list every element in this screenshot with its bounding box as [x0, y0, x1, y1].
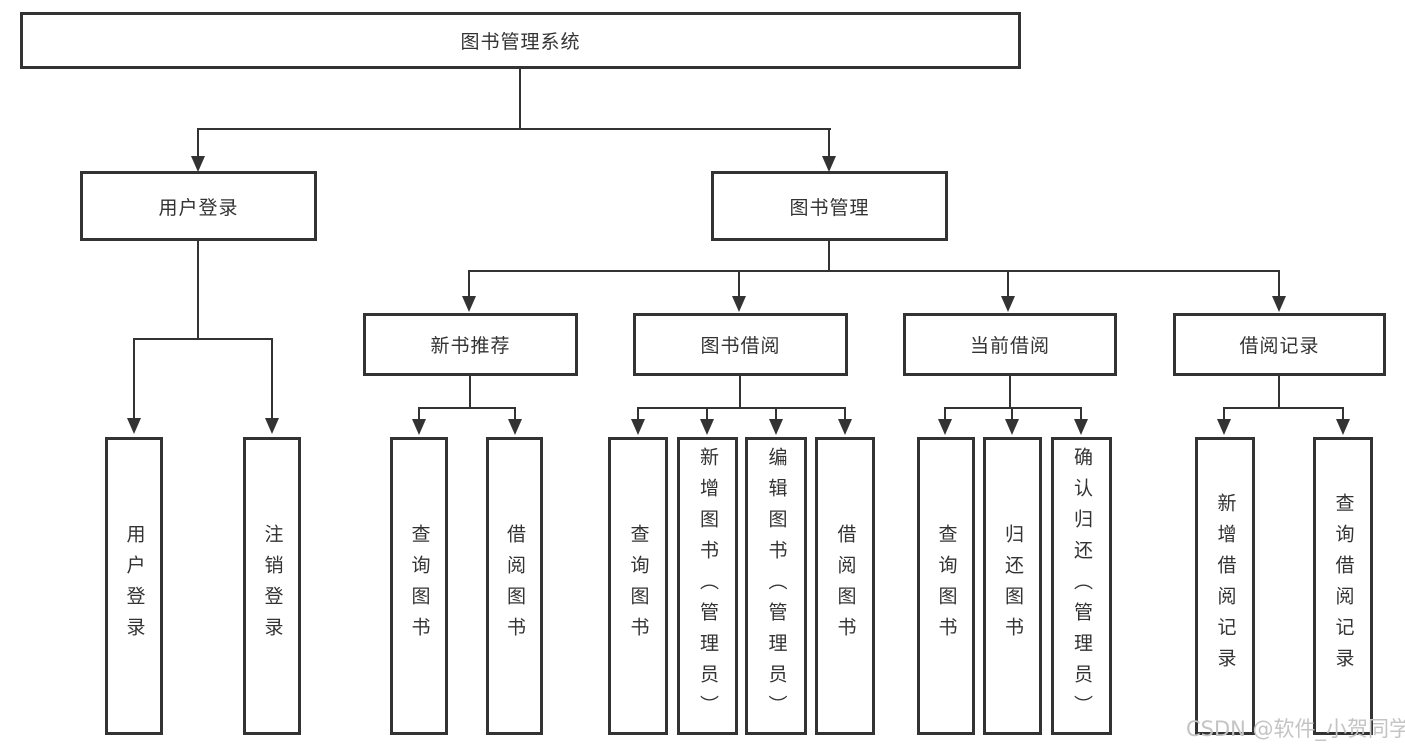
node-new-book-recommend-label: 新书推荐 [430, 335, 511, 357]
connector-borrowing-stem [739, 376, 741, 409]
connector-root-right-drop [828, 128, 830, 158]
arrow-down-icon [1074, 419, 1088, 435]
connector-newbook-drop-1 [418, 407, 420, 421]
arrow-down-icon [631, 419, 645, 435]
arrow-down-icon [1336, 419, 1350, 435]
connector-newbook-stem [469, 376, 471, 409]
leaf-logout: 注销登录 [243, 437, 301, 735]
leaf-user-login: 用户登录 [105, 437, 163, 735]
connector-newbook-crossbar [418, 407, 516, 409]
connector-borrowing-drop-2 [706, 407, 708, 421]
leaf-current-return-books-label: 归还图书 [1002, 524, 1024, 648]
leaf-records-query-record: 查询借阅记录 [1313, 437, 1373, 735]
leaf-current-query-books-label: 查询图书 [935, 524, 958, 648]
connector-bookmgmt-drop-1 [468, 270, 470, 298]
node-user-login: 用户登录 [80, 171, 317, 241]
connector-records-drop-2 [1342, 407, 1344, 421]
connector-borrowing-drop-3 [775, 407, 777, 421]
arrow-down-icon [838, 419, 852, 435]
connector-current-drop-1 [944, 407, 946, 421]
connector-bookmgmt-stem [828, 241, 830, 272]
arrow-down-icon [700, 419, 714, 435]
connector-current-crossbar [944, 407, 1082, 409]
connector-userlogin-stem [197, 241, 199, 340]
leaf-borrowing-query-books: 查询图书 [608, 437, 668, 735]
arrow-down-icon [462, 296, 476, 312]
arrow-down-icon [732, 296, 746, 312]
leaf-current-return-books: 归还图书 [983, 437, 1042, 735]
leaf-records-add-record-label: 新增借阅记录 [1214, 493, 1237, 679]
arrow-down-icon [127, 418, 141, 434]
node-root-system: 图书管理系统 [20, 12, 1021, 69]
connector-current-drop-2 [1011, 407, 1013, 421]
leaf-borrowing-add-books-admin: 新增图书（管理员） [677, 437, 738, 735]
leaf-borrowing-edit-books-admin-label: 编辑图书（管理员） [765, 446, 788, 726]
leaf-records-query-record-label: 查询借阅记录 [1332, 493, 1355, 679]
connector-records-stem [1278, 376, 1280, 409]
arrow-down-icon [1272, 296, 1286, 312]
connector-borrowing-drop-1 [637, 407, 639, 421]
leaf-current-confirm-return-admin: 确认归还（管理员） [1051, 437, 1112, 735]
arrow-down-icon [1005, 419, 1019, 435]
leaf-current-query-books: 查询图书 [917, 437, 975, 735]
node-root-label: 图书管理系统 [460, 31, 581, 53]
node-book-management: 图书管理 [711, 171, 948, 241]
arrow-down-icon [412, 419, 426, 435]
node-user-login-label: 用户登录 [158, 196, 239, 219]
node-current-borrowing: 当前借阅 [903, 313, 1117, 376]
connector-bookmgmt-drop-2 [738, 270, 740, 298]
node-book-management-label: 图书管理 [789, 196, 870, 219]
leaf-borrowing-borrow-books: 借阅图书 [815, 437, 875, 735]
node-book-borrowing: 图书借阅 [633, 313, 848, 376]
connector-newbook-drop-2 [514, 407, 516, 421]
arrow-down-icon [508, 419, 522, 435]
leaf-borrowing-edit-books-admin: 编辑图书（管理员） [745, 437, 807, 735]
leaf-newbook-query-books: 查询图书 [390, 437, 448, 735]
node-borrow-records: 借阅记录 [1173, 313, 1386, 376]
leaf-newbook-borrow-books-label: 借阅图书 [504, 524, 526, 648]
connector-bookmgmt-crossbar [468, 270, 1280, 272]
connector-borrowing-drop-4 [844, 407, 846, 421]
leaf-newbook-borrow-books: 借阅图书 [486, 437, 543, 735]
connector-bookmgmt-drop-3 [1007, 270, 1009, 298]
arrow-down-icon [191, 156, 205, 172]
connector-current-stem [1009, 376, 1011, 409]
node-borrow-records-label: 借阅记录 [1239, 335, 1320, 357]
connector-userlogin-crossbar [133, 338, 273, 340]
connector-records-crossbar [1223, 407, 1344, 409]
leaf-borrowing-borrow-books-label: 借阅图书 [834, 524, 857, 648]
connector-borrowing-crossbar [637, 407, 846, 409]
connector-root-crossbar [197, 128, 831, 130]
leaf-borrowing-add-books-admin-label: 新增图书（管理员） [697, 446, 719, 726]
node-book-borrowing-label: 图书借阅 [700, 335, 781, 357]
arrow-down-icon [822, 156, 836, 172]
leaf-newbook-query-books-label: 查询图书 [408, 524, 431, 648]
csdn-watermark: CSDN @软件_小贺同学 [1186, 717, 1405, 741]
connector-bookmgmt-drop-4 [1278, 270, 1280, 298]
arrow-down-icon [265, 418, 279, 434]
connector-userlogin-left-drop [133, 338, 135, 420]
arrow-down-icon [938, 419, 952, 435]
leaf-records-add-record: 新增借阅记录 [1195, 437, 1255, 735]
leaf-user-login-label: 用户登录 [123, 524, 146, 648]
node-current-borrowing-label: 当前借阅 [969, 335, 1050, 357]
arrow-down-icon [769, 419, 783, 435]
arrow-down-icon [1217, 419, 1231, 435]
leaf-borrowing-query-books-label: 查询图书 [627, 524, 650, 648]
connector-current-drop-3 [1080, 407, 1082, 421]
arrow-down-icon [1001, 296, 1015, 312]
node-new-book-recommend: 新书推荐 [363, 313, 578, 376]
connector-root-stem [519, 69, 521, 130]
connector-root-left-drop [197, 128, 199, 158]
leaf-logout-label: 注销登录 [261, 524, 284, 648]
leaf-current-confirm-return-admin-label: 确认归还（管理员） [1071, 446, 1093, 726]
connector-userlogin-right-drop [271, 338, 273, 420]
connector-records-drop-1 [1223, 407, 1225, 421]
